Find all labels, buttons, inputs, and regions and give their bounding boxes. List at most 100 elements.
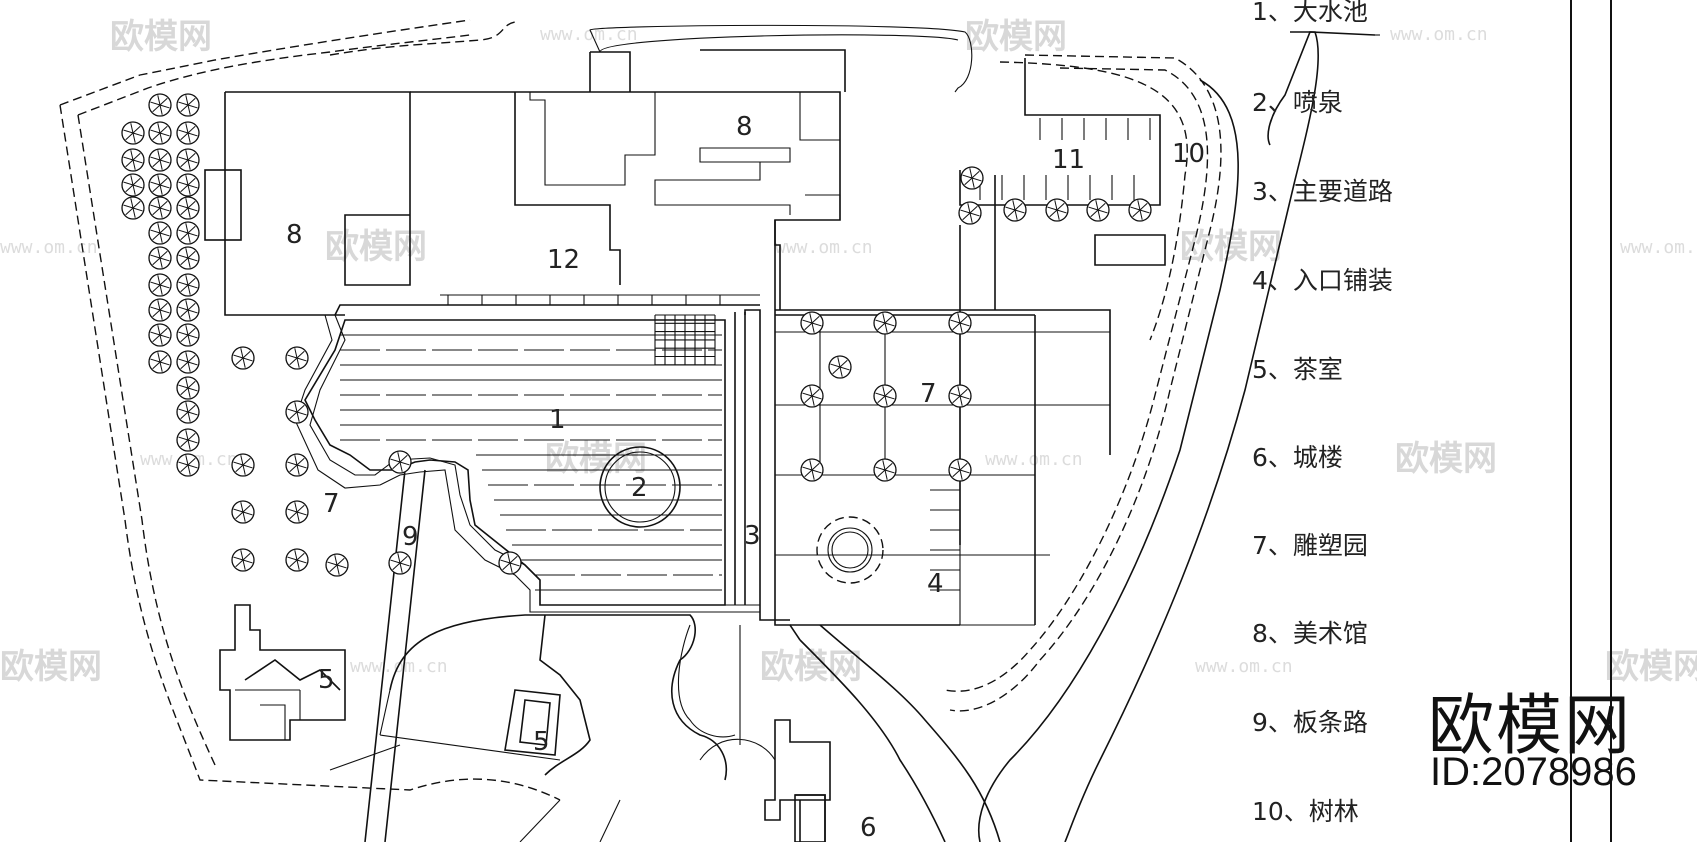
tree-icon (231, 548, 255, 572)
label-gallery-north: 8 (736, 112, 753, 142)
tree-icon (231, 453, 255, 477)
plaza-feature-core (831, 531, 869, 569)
tree-icon (176, 221, 200, 245)
label-fountain: 2 (631, 473, 648, 503)
tree-icon (873, 384, 897, 408)
tree-icon (176, 273, 200, 297)
label-zone-11: 11 (1052, 145, 1085, 175)
tree-icon (176, 376, 200, 400)
gallery-north-inner (529, 92, 841, 220)
tree-icon (176, 323, 200, 347)
watermark-text: 欧模网 (1395, 439, 1497, 479)
watermark-text: 欧模网 (965, 17, 1067, 57)
tree-icon (121, 196, 145, 220)
label-teahouse-center: 5 (533, 727, 550, 757)
tree-icon (285, 346, 309, 370)
teahouse-center (504, 689, 561, 756)
watermark-url: www.om.cn (1390, 24, 1488, 45)
tree-icon (948, 384, 972, 408)
tree-icon (148, 350, 172, 374)
gate-tower-core (794, 794, 826, 842)
title-block-border (1570, 0, 1572, 842)
tree-icon (960, 166, 984, 190)
tree-icon (176, 246, 200, 270)
east-road-inner (978, 31, 1376, 842)
legend-item: 5、茶室 (1252, 355, 1343, 384)
tree-icon (121, 121, 145, 145)
label-slat-path: 9 (402, 522, 419, 552)
tree-icon (1003, 198, 1027, 222)
watermark-text: 欧模网 (545, 439, 647, 479)
central-plaza-north (334, 304, 760, 316)
tree-icon (231, 346, 255, 370)
tree-icon (148, 93, 172, 117)
main-road-west-edge (744, 309, 790, 621)
teahouse-west (219, 604, 346, 741)
main-road-east-edge (774, 220, 801, 641)
label-pool: 1 (549, 405, 566, 435)
tree-icon (958, 201, 982, 225)
legend-panel: 1、大水池 2、喷泉 3、主要道路 4、入口铺装 5、茶室 6、城楼 7、雕塑园… (1252, 0, 1552, 842)
tree-icon (800, 458, 824, 482)
tree-icon (176, 121, 200, 145)
watermark-url: www.om.cn (985, 449, 1083, 470)
gate-tower (764, 719, 831, 842)
tree-icon (388, 551, 412, 575)
tree-icon (148, 173, 172, 197)
tree-icon (176, 350, 200, 374)
plaza-feature-dashed (816, 516, 884, 584)
tree-icon (176, 148, 200, 172)
plan-number-labels: 1 2 3 4 5 5 6 7 7 8 8 9 10 11 12 (286, 112, 1205, 842)
gallery-west-building (224, 91, 411, 316)
tree-icon (948, 458, 972, 482)
tree-icon (873, 311, 897, 335)
tree-icon (1128, 198, 1152, 222)
tree-icon (1045, 198, 1069, 222)
tree-icon (148, 121, 172, 145)
east-dashed-boundary-3 (999, 61, 1188, 341)
east-road-outer (1064, 31, 1320, 842)
parking-stall-lines (979, 118, 1151, 200)
label-gate-tower: 6 (860, 813, 877, 842)
watermark-text: 欧模网 (110, 17, 212, 57)
legend-item: 8、美术馆 (1252, 619, 1368, 648)
title-block-border (1610, 0, 1612, 842)
tree-icon (285, 500, 309, 524)
tree-icon (388, 450, 412, 474)
south-path-system (389, 614, 1001, 842)
tree-icon (148, 196, 172, 220)
tree-icon (1086, 198, 1110, 222)
watermark-url: www.om.cn (0, 237, 98, 258)
label-gallery-west: 8 (286, 220, 303, 250)
label-teahouse-west: 5 (318, 665, 335, 695)
north-dashed-edge (329, 21, 516, 56)
tree-icon (325, 553, 349, 577)
fountain-ring-inner (604, 451, 676, 523)
tree-icon (176, 196, 200, 220)
tree-icon (176, 428, 200, 452)
tree-icon (873, 458, 897, 482)
watermark-text: 欧模网 (0, 647, 102, 687)
watermark-brand: 欧模网 (1428, 687, 1632, 764)
tree-icon (148, 148, 172, 172)
south-lawn-edges (329, 624, 776, 842)
east-dashed-boundary-1 (949, 54, 1222, 712)
tree-icon (176, 400, 200, 424)
tree-icon (121, 148, 145, 172)
watermark-text: 欧模网 (1605, 647, 1697, 687)
tree-icon (828, 355, 852, 379)
legend-item: 6、城楼 (1252, 443, 1343, 472)
plaza-tick-marks (447, 295, 721, 305)
east-dashed-boundary-2 (944, 67, 1209, 692)
tree-icon (148, 221, 172, 245)
tree-icon (148, 273, 172, 297)
watermark-text: 欧模网 (760, 647, 862, 687)
pool-corner-grid (654, 314, 716, 366)
watermark-url: www.om.cn (540, 24, 638, 45)
tree-icon (800, 311, 824, 335)
label-main-road: 3 (744, 521, 761, 551)
tree-icon (148, 246, 172, 270)
tree-icon (231, 500, 255, 524)
